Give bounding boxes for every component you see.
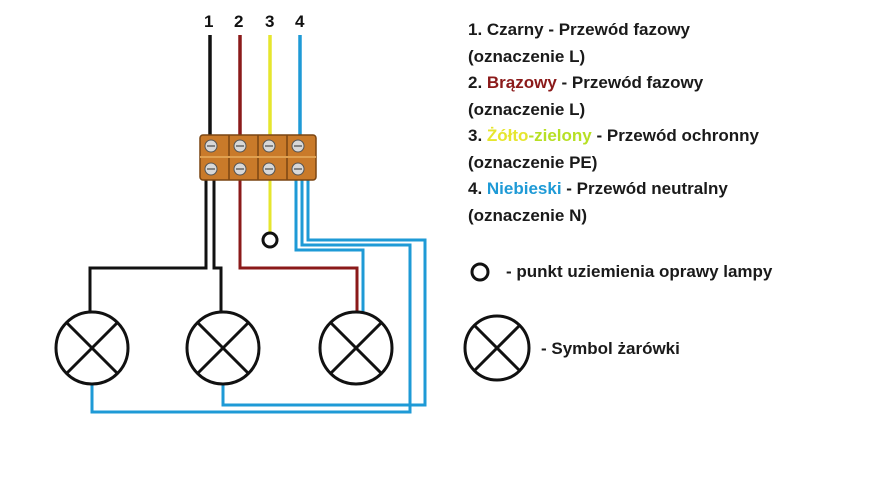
legend-entry-3-title: 3. Żółto-zielony - Przewód ochronny — [468, 123, 868, 150]
legend-entry-1-part-2: - Przewód fazowy — [543, 20, 691, 39]
legend-bulb-symbol-icon — [463, 314, 531, 382]
wire-label-1: 1 — [204, 12, 213, 31]
legend-ground-symbol-icon — [470, 262, 490, 282]
legend-entry-2-designation: (oznaczenie L) — [468, 99, 586, 119]
legend-entry-4-part-1: 4. — [468, 179, 487, 198]
legend-entry-4-designation: (oznaczenie N) — [468, 205, 588, 225]
legend-entry-1-part-1: 1. Czarny — [468, 20, 544, 39]
legend-entry-4-part-3: - Przewód neutralny — [561, 179, 728, 198]
bulb-1-icon — [54, 310, 130, 386]
legend-entry-3-designation: (oznaczenie PE) — [468, 152, 598, 172]
legend-entry-2-color-name: Brązowy — [486, 73, 557, 92]
legend-entry-3-color-name-yellow: Żółto — [486, 126, 529, 145]
legend-entry-1: 1. Czarny - Przewód fazowy (oznaczenie L… — [468, 17, 868, 70]
legend-entry-2-part-3: - Przewód fazowy — [556, 73, 704, 92]
legend-entry-4-color-name: Niebieski — [486, 179, 562, 198]
legend-entry-1-title: 1. Czarny - Przewód fazowy — [468, 17, 868, 44]
terminal-screws — [204, 139, 305, 176]
legend-entry-3-part-1: 3. — [468, 126, 487, 145]
wire-color-legend: 1. Czarny - Przewód fazowy (oznaczenie L… — [468, 17, 868, 229]
legend-entry-3: 3. Żółto-zielony - Przewód ochronny (ozn… — [468, 123, 868, 176]
terminal-block — [199, 134, 317, 181]
wire-label-2: 2 — [234, 12, 243, 31]
legend-entry-2-part-1: 2. — [468, 73, 487, 92]
legend-entry-2-title: 2. Brązowy - Przewód fazowy — [468, 70, 868, 97]
bulb-symbol-label: - Symbol żarówki — [541, 339, 680, 358]
ground-symbol-label: - punkt uziemienia oprawy lampy — [506, 262, 773, 281]
wire-label-3: 3 — [265, 12, 274, 31]
legend-entry-3-part-4: - Przewód ochronny — [591, 126, 759, 145]
black-phase-wires — [88, 175, 223, 312]
legend-entry-1-designation: (oznaczenie L) — [468, 46, 586, 66]
ground-point-icon — [261, 231, 279, 249]
blue-neutral-wires — [90, 175, 427, 414]
brown-phase-wire — [238, 175, 359, 312]
legend-entry-2: 2. Brązowy - Przewód fazowy (oznaczenie … — [468, 70, 868, 123]
legend-entry-4-title: 4. Niebieski - Przewód neutralny — [468, 176, 868, 203]
bulb-2-icon — [185, 310, 261, 386]
wire-label-4: 4 — [295, 12, 305, 31]
legend-entry-3-color-name-green: -zielony — [528, 126, 592, 145]
bulb-3-icon — [318, 310, 394, 386]
legend-entry-4: 4. Niebieski - Przewód neutralny (oznacz… — [468, 176, 868, 229]
